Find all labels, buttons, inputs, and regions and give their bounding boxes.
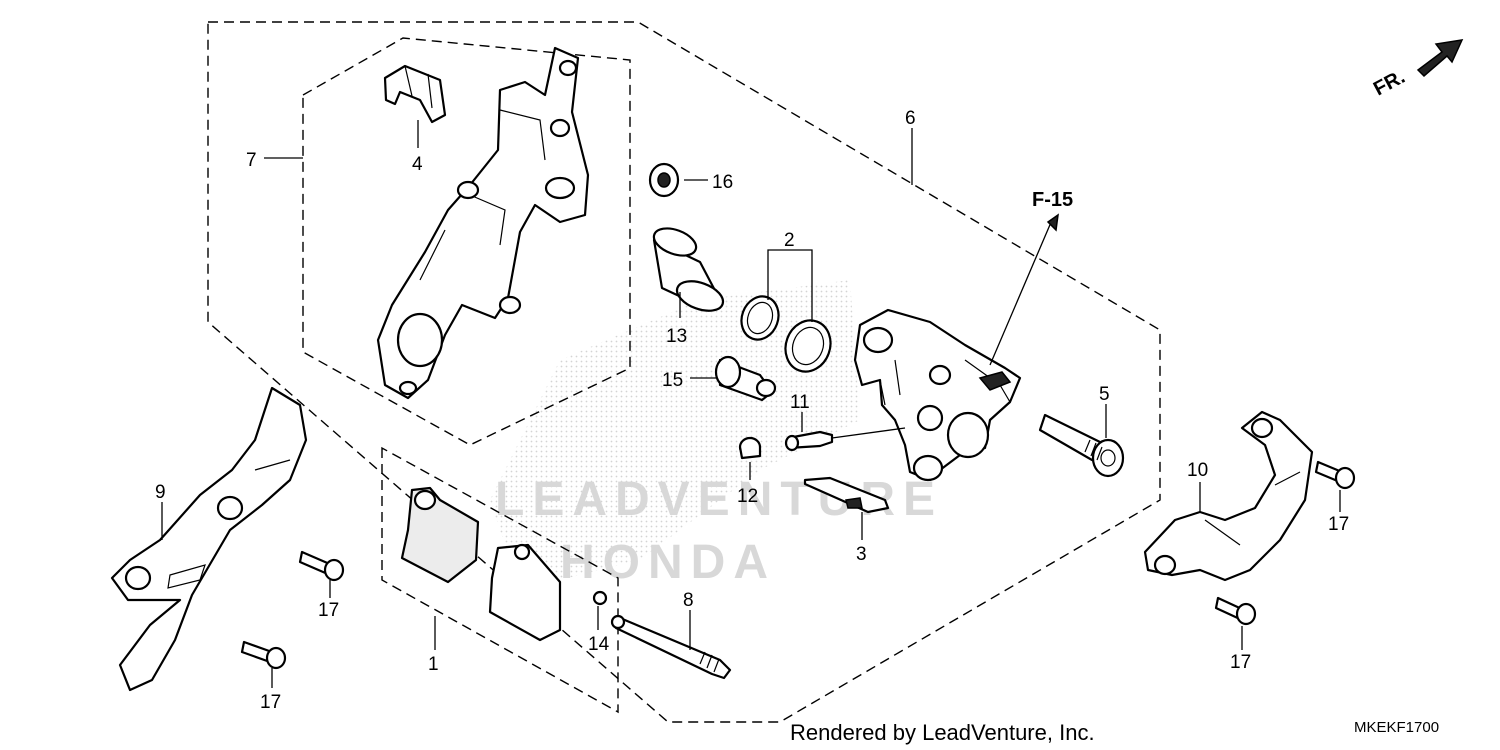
callout-8: 8 xyxy=(683,590,694,611)
washer xyxy=(592,590,608,606)
pad-set-outline xyxy=(381,446,619,714)
callout-17-caliper-guard-lower: 17 xyxy=(1230,652,1251,673)
callout-17-guard-upper: 17 xyxy=(318,600,339,621)
pad-spring-clip xyxy=(383,64,447,124)
flange-bolt-guard-lower xyxy=(240,640,287,670)
pad-retainer xyxy=(803,476,890,514)
direction-label: FR. xyxy=(1370,66,1409,101)
callout-12: 12 xyxy=(737,486,758,507)
callout-3: 3 xyxy=(856,544,867,565)
bleeder-screw xyxy=(784,430,834,452)
callout-17-guard-lower: 17 xyxy=(260,692,281,713)
assembly-outlines xyxy=(207,21,1161,723)
brake-pad-set xyxy=(400,486,562,642)
watermark: LEADVENTURE HONDA xyxy=(490,280,935,590)
caliper-bracket xyxy=(376,46,590,400)
diagram-code: MKEKF1700 xyxy=(1354,719,1439,736)
flange-bolt-guard-upper xyxy=(298,550,345,582)
bracket-assembly-outline xyxy=(302,37,631,446)
slide-pin xyxy=(714,355,777,402)
bleeder-cap xyxy=(648,162,680,198)
flange-bolt-caliper-guard-upper xyxy=(1314,460,1356,490)
callout-10: 10 xyxy=(1187,460,1208,481)
callout-16: 16 xyxy=(712,172,733,193)
caliper-guard xyxy=(1143,410,1314,582)
callouts: 1 2 3 4 5 6 7 8 9 10 11 12 13 14 15 16 1… xyxy=(155,108,1349,713)
bleeder-cap-rubber xyxy=(738,436,762,460)
caliper-piston xyxy=(652,227,725,312)
callout-6: 6 xyxy=(905,108,916,129)
direction-arrow-icon xyxy=(1416,39,1464,78)
callout-14: 14 xyxy=(588,634,610,655)
disc-guard xyxy=(110,386,308,692)
callout-7: 7 xyxy=(246,150,257,171)
leader-lines xyxy=(161,120,1341,688)
reference-label: F-15 xyxy=(1032,189,1073,211)
pad-pin xyxy=(610,614,732,680)
caliper-assembly-outline xyxy=(207,21,1161,723)
callout-15: 15 xyxy=(662,370,683,391)
caliper-pin-bolt xyxy=(1038,413,1125,478)
callout-4: 4 xyxy=(412,154,423,175)
callout-11: 11 xyxy=(790,392,810,413)
callout-2: 2 xyxy=(784,230,795,251)
callout-13: 13 xyxy=(666,326,687,347)
watermark-brand: HONDA xyxy=(560,536,776,589)
piston-seal-set xyxy=(740,295,832,373)
callout-1: 1 xyxy=(428,654,439,675)
callout-5: 5 xyxy=(1099,384,1110,405)
caliper-body xyxy=(853,308,1022,482)
front-direction-indicator: FR. xyxy=(1370,39,1464,101)
callout-9: 9 xyxy=(155,482,166,503)
flange-bolt-caliper-guard-lower xyxy=(1214,596,1257,626)
footer-credit: Rendered by LeadVenture, Inc. xyxy=(790,720,1095,745)
callout-17-caliper-guard-upper: 17 xyxy=(1328,514,1349,535)
